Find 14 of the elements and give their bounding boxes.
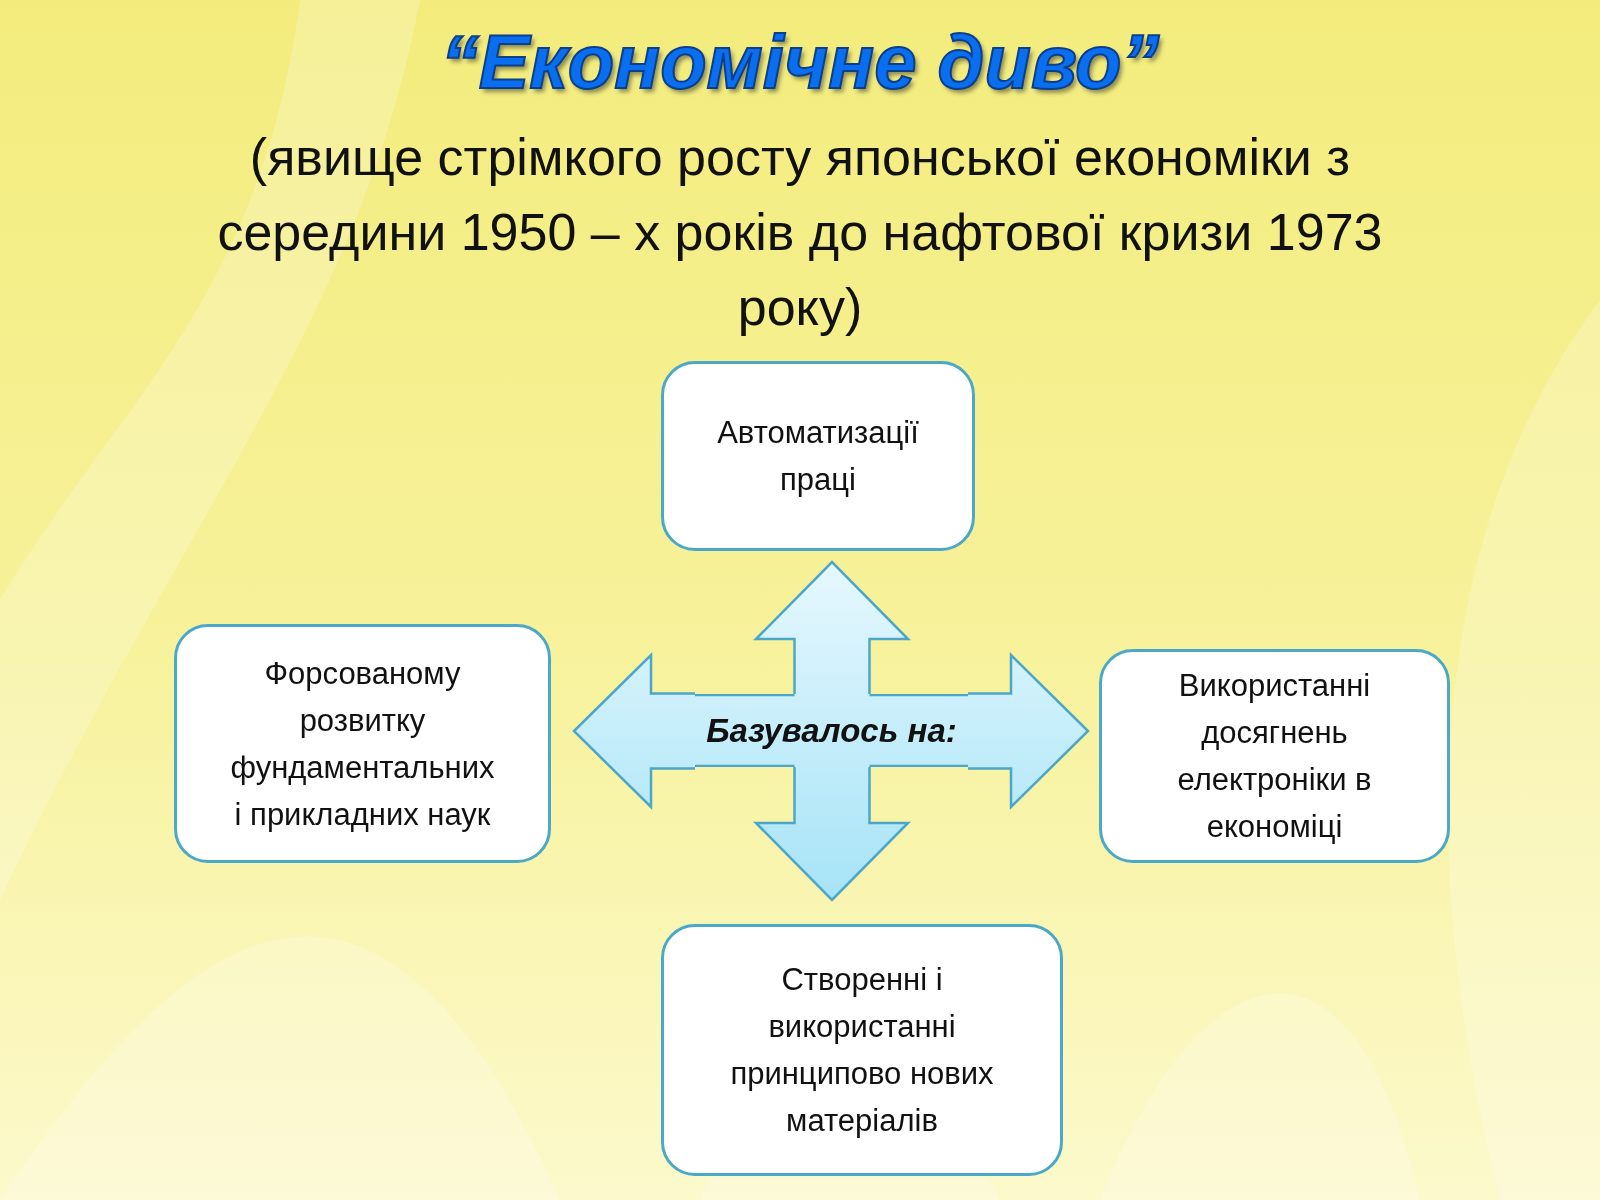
block-arrow	[966, 652, 1090, 810]
box-text: Використанні досягнень електроніки в економіці	[1176, 667, 1373, 846]
block-arrow	[753, 765, 911, 902]
block-arrow	[753, 560, 911, 696]
arrow-label: Базувалось на:	[706, 711, 957, 750]
block-arrow	[572, 652, 697, 810]
rounded-box	[661, 361, 975, 551]
rounded-box	[174, 624, 551, 863]
subtitle-text: (явище стрімкого росту японської економіки з середини 1950 – х років до нафтової кризи 1973 року)	[216, 127, 1384, 338]
rounded-box	[1099, 649, 1450, 863]
box-text: Форсованому розвитку фундаментальних і прикладних наук	[229, 654, 496, 834]
slide-title: “Економічне диво”	[440, 19, 1160, 104]
box-text: Створенні і використанні принципово нових матеріалів	[729, 961, 995, 1140]
box-text: Автоматизації праці	[716, 414, 920, 499]
